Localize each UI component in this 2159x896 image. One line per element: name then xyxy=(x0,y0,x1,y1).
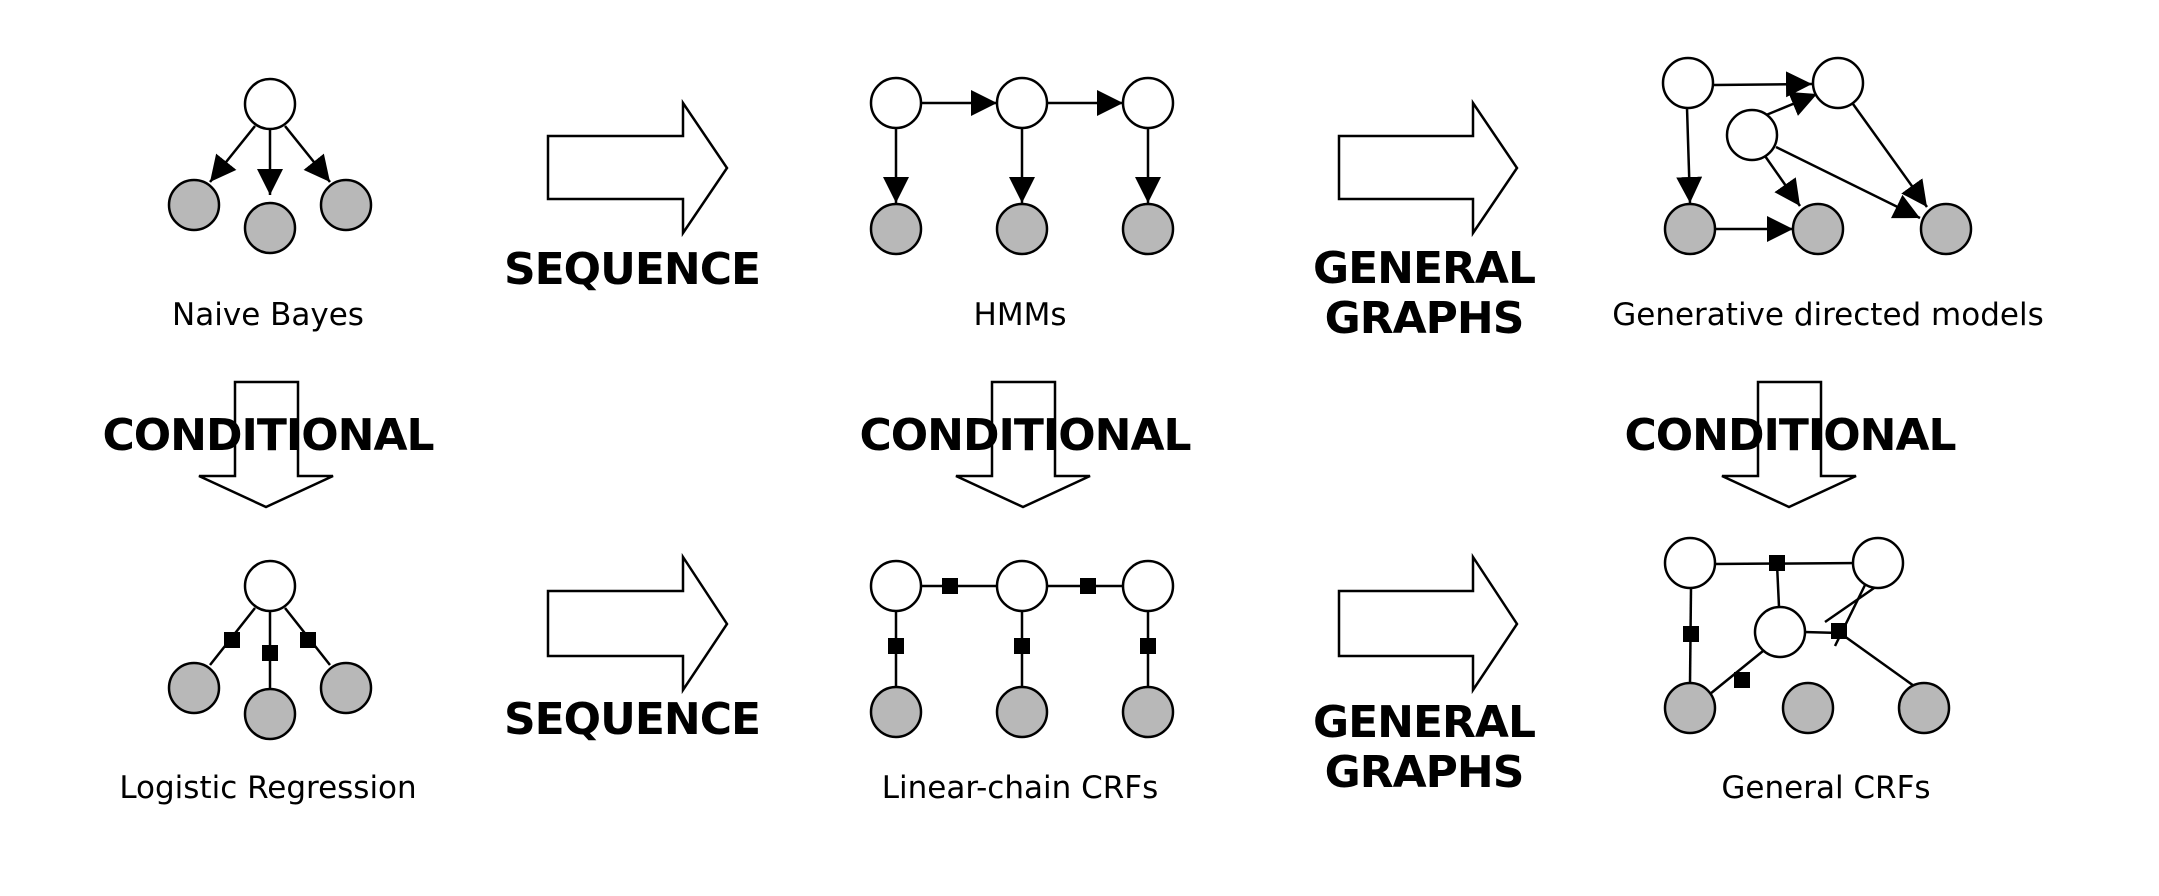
conditional-arrow-left xyxy=(198,380,334,509)
general-graphs-arrow-bottom xyxy=(1337,552,1519,695)
class-node xyxy=(243,559,297,613)
generative-directed-graph xyxy=(1661,56,1973,256)
factor-node xyxy=(224,632,240,648)
conditional-arrow-middle xyxy=(955,380,1091,509)
hidden-node xyxy=(1663,536,1717,590)
factor-node xyxy=(1014,638,1030,654)
factor-node xyxy=(1080,578,1096,594)
observed-node xyxy=(1791,202,1845,256)
hmms-label: HMMs xyxy=(974,297,1067,333)
observed-node xyxy=(243,687,297,741)
observed-node xyxy=(243,201,297,255)
hidden-state-node xyxy=(995,559,1049,613)
observed-node xyxy=(1121,202,1175,256)
linear-chain-crfs-label: Linear-chain CRFs xyxy=(882,770,1159,806)
graphs-label-top: GRAPHS xyxy=(1325,293,1524,344)
sequence-label-top: SEQUENCE xyxy=(504,244,760,295)
factor-node xyxy=(300,632,316,648)
general-graphs-arrow-top xyxy=(1337,98,1519,238)
factor-node xyxy=(1140,638,1156,654)
observed-node xyxy=(319,178,373,232)
factor-node xyxy=(1734,672,1750,688)
hidden-state-node xyxy=(1121,76,1175,130)
factor-node xyxy=(262,645,278,661)
factor-node xyxy=(942,578,958,594)
conditional-label-middle: CONDITIONAL xyxy=(859,410,1190,461)
observed-node xyxy=(319,661,373,715)
hidden-node xyxy=(1725,108,1779,162)
observed-node xyxy=(1781,681,1835,735)
hidden-state-node xyxy=(869,76,923,130)
general-label-bottom: GENERAL xyxy=(1313,697,1535,748)
hidden-node xyxy=(1661,56,1715,110)
general-crfs-label: General CRFs xyxy=(1721,770,1930,806)
general-crf-graph xyxy=(1663,536,1951,735)
hidden-state-node xyxy=(995,76,1049,130)
observed-node xyxy=(1663,202,1717,256)
observed-node xyxy=(1663,681,1717,735)
hidden-node xyxy=(1851,536,1905,590)
observed-node xyxy=(167,661,221,715)
generative-directed-models-label: Generative directed models xyxy=(1612,297,2044,333)
factor-node xyxy=(1769,555,1785,571)
observed-node xyxy=(1897,681,1951,735)
hidden-state-node xyxy=(1121,559,1175,613)
naive-bayes-label: Naive Bayes xyxy=(172,297,364,333)
general-label-top: GENERAL xyxy=(1313,243,1535,294)
conditional-label-left: CONDITIONAL xyxy=(102,410,433,461)
hidden-node xyxy=(1753,605,1807,659)
observed-node xyxy=(1121,685,1175,739)
observed-node xyxy=(995,685,1049,739)
conditional-label-right: CONDITIONAL xyxy=(1624,410,1955,461)
sequence-arrow-top xyxy=(546,98,729,238)
hidden-state-node xyxy=(869,559,923,613)
conditional-arrow-right xyxy=(1721,380,1857,509)
observed-node xyxy=(869,685,923,739)
observed-node xyxy=(995,202,1049,256)
graphs-label-bottom: GRAPHS xyxy=(1325,747,1524,798)
logistic-regression-graph xyxy=(167,559,373,741)
factor-node xyxy=(1683,626,1699,642)
naive-bayes-class-node xyxy=(243,77,297,131)
logistic-regression-label: Logistic Regression xyxy=(119,770,416,806)
observed-node xyxy=(167,178,221,232)
observed-node xyxy=(1919,202,1973,256)
linear-chain-crf-graph xyxy=(869,559,1175,739)
hidden-node xyxy=(1811,56,1865,110)
sequence-arrow-bottom xyxy=(546,552,729,695)
hmm-graph xyxy=(869,76,1175,256)
observed-node xyxy=(869,202,923,256)
naive-bayes-graph xyxy=(167,77,373,255)
factor-node xyxy=(888,638,904,654)
factor-node xyxy=(1831,623,1847,639)
sequence-label-bottom: SEQUENCE xyxy=(504,694,760,745)
